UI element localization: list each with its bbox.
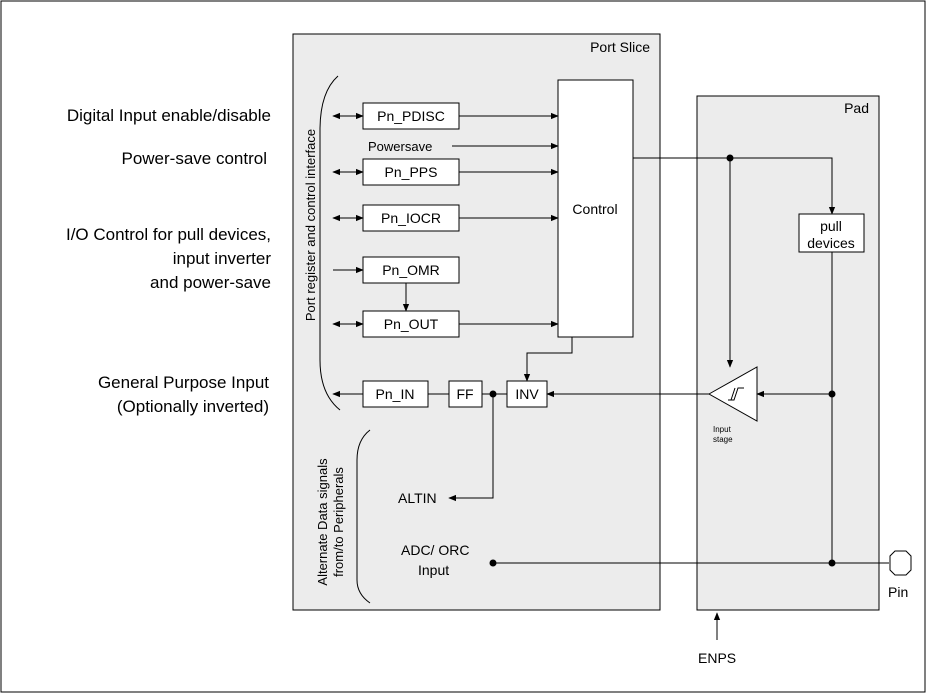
control-label: Control (572, 201, 617, 217)
adc-label-1: ADC/ ORC (401, 542, 469, 558)
powersave-label: Powersave (368, 139, 432, 154)
register-bracket (319, 75, 341, 411)
alternate-signals-label-1: Alternate Data signals (315, 458, 330, 586)
pn-in-label: Pn_IN (376, 386, 415, 402)
digital-input-label: Digital Input enable/disable (67, 106, 271, 125)
pn-omr-box (362, 256, 460, 284)
io-control-label-1: I/O Control for pull devices, (66, 225, 271, 244)
io-control-label-2: input inverter (173, 249, 272, 268)
pad-title: Pad (844, 100, 869, 116)
schmitt-trigger-icon (728, 387, 744, 401)
pull-devices-box (798, 213, 865, 253)
control-box (557, 79, 634, 338)
pn-omr-label: Pn_OMR (382, 262, 440, 278)
pin-pad-icon (889, 550, 912, 576)
register-interface-label: Port register and control interface (303, 129, 318, 321)
io-control-label-3: and power-save (150, 273, 271, 292)
pn-out-box (362, 310, 460, 338)
altin-label: ALTIN (398, 490, 437, 506)
power-save-label: Power-save control (121, 149, 267, 168)
ff-box (448, 380, 483, 408)
inv-label: INV (515, 386, 539, 402)
gpi-label-1: General Purpose Input (98, 373, 269, 392)
pull-devices-label-1: pull (820, 218, 842, 234)
gpi-label-2: (Optionally inverted) (117, 397, 269, 416)
pn-iocr-label: Pn_IOCR (381, 210, 441, 226)
alternate-bracket (356, 429, 371, 604)
pn-pdisc-label: Pn_PDISC (377, 108, 445, 124)
port-slice-title: Port Slice (590, 39, 650, 55)
pn-pps-label: Pn_PPS (385, 164, 438, 180)
ff-label: FF (456, 386, 473, 402)
input-stage-label-1: Input (713, 425, 732, 434)
pad-box (696, 95, 880, 611)
alternate-signals-label-2: from/to Peripherals (331, 467, 346, 577)
pn-in-box (362, 380, 429, 408)
altin-arrow (448, 394, 494, 502)
control-to-pull (633, 157, 836, 215)
pn-out-label: Pn_OUT (384, 316, 439, 332)
input-stage-label-2: stage (713, 435, 733, 444)
control-to-inv (523, 337, 573, 382)
adc-label-2: Input (418, 562, 449, 578)
pin-label: Pin (888, 584, 908, 600)
enps-label: ENPS (698, 650, 736, 666)
pull-devices-label-2: devices (807, 235, 854, 251)
